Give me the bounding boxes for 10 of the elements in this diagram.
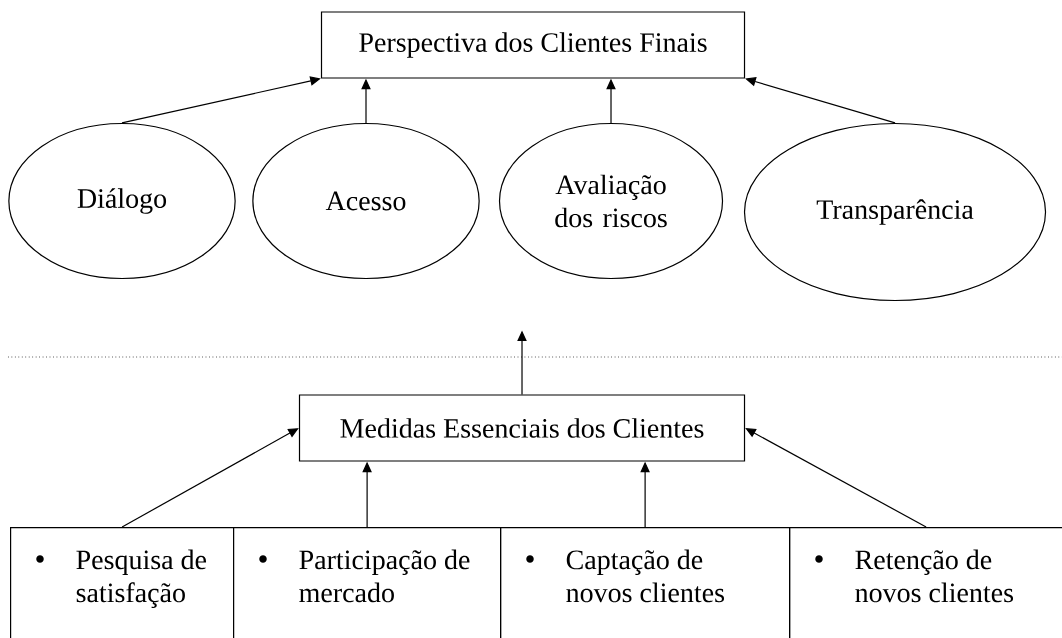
text-box: Medidas Essenciais dos Clientes bbox=[298, 394, 746, 462]
bullet-cell: Captação de novos clientes bbox=[500, 527, 791, 638]
bullet-cell: Participação de mercado bbox=[233, 527, 502, 638]
bullet-cell: Retenção de novos clientes bbox=[789, 527, 1062, 638]
bullet-cell: Pesquisa de satisfação bbox=[10, 527, 235, 638]
arrow bbox=[121, 428, 299, 528]
arrow bbox=[745, 77, 896, 124]
text-box: Perspectiva dos Clientes Finais bbox=[320, 11, 746, 79]
arrow bbox=[745, 428, 927, 528]
arrow bbox=[121, 76, 321, 124]
